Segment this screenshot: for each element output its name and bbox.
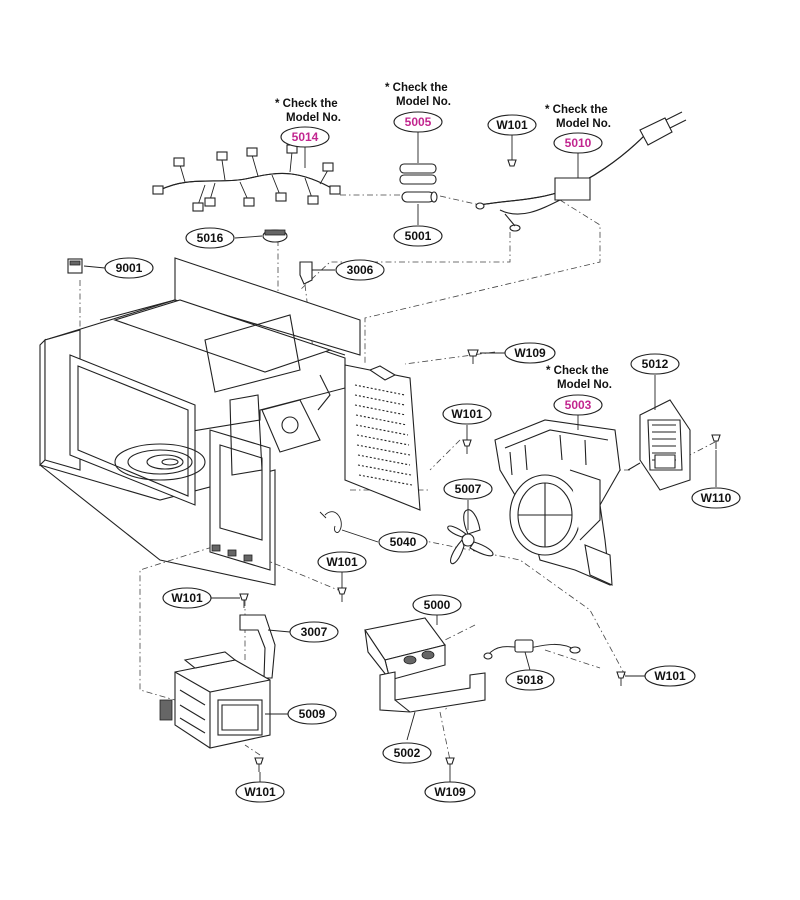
svg-text:W101: W101 [244, 785, 276, 799]
capacitor-bracket-part [379, 671, 486, 713]
svg-text:3006: 3006 [347, 263, 374, 277]
callout-w101-right: W101 [644, 665, 696, 687]
note-5005-line2: Model No. [396, 96, 451, 108]
power-cord-part [475, 111, 687, 232]
svg-text:5010: 5010 [565, 136, 592, 150]
note-5003-line1: * Check the [546, 365, 609, 377]
fuse-parts [399, 163, 438, 203]
callout-w101-left: W101 [162, 587, 212, 609]
callout-5003: 5003 [553, 394, 603, 416]
callout-w110: W110 [691, 487, 741, 509]
sensor-part [483, 639, 581, 660]
svg-text:5000: 5000 [424, 598, 451, 612]
callout-5002: 5002 [382, 742, 432, 764]
svg-text:W109: W109 [434, 785, 466, 799]
callout-5040: 5040 [378, 531, 428, 553]
svg-text:5003: 5003 [565, 398, 592, 412]
callout-5005: 5005 [393, 111, 443, 133]
callout-labels: 5014 5005 5010 5003 W101 5016 5001 9001 … [104, 111, 741, 803]
callout-3007: 3007 [289, 621, 339, 643]
svg-text:W109: W109 [514, 346, 546, 360]
note-5014-line2: Model No. [286, 112, 341, 124]
callout-w101-mid: W101 [442, 403, 492, 425]
svg-text:W101: W101 [326, 555, 358, 569]
microwave-cavity-part [39, 257, 421, 586]
callout-w101-bottom: W101 [235, 781, 285, 803]
note-5005-line1: * Check the [385, 82, 448, 94]
leader-lines [83, 132, 717, 782]
callout-9001: 9001 [104, 257, 154, 279]
svg-text:W101: W101 [451, 407, 483, 421]
transformer-part [159, 651, 271, 749]
svg-text:5009: 5009 [299, 707, 326, 721]
svg-text:W110: W110 [701, 491, 732, 505]
svg-text:5012: 5012 [642, 357, 669, 371]
note-5010-line1: * Check the [545, 104, 608, 116]
small-parts-top [67, 229, 313, 285]
callout-5001: 5001 [393, 225, 443, 247]
note-5010-line2: Model No. [556, 118, 611, 130]
svg-text:W101: W101 [654, 669, 686, 683]
callout-5010: 5010 [553, 132, 603, 154]
svg-text:9001: 9001 [116, 261, 143, 275]
callout-5016: 5016 [185, 227, 235, 249]
callout-5012: 5012 [630, 353, 680, 375]
svg-text:3007: 3007 [301, 625, 328, 639]
svg-text:5007: 5007 [455, 482, 482, 496]
callout-5018: 5018 [505, 669, 555, 691]
note-5003-line2: Model No. [557, 379, 612, 391]
svg-text:5002: 5002 [394, 746, 421, 760]
callout-5014: 5014 [280, 126, 330, 148]
callout-w109-top: W109 [504, 342, 556, 364]
callout-5009: 5009 [287, 703, 337, 725]
svg-text:5005: 5005 [405, 115, 432, 129]
svg-text:W101: W101 [496, 118, 528, 132]
svg-text:W101: W101 [171, 591, 203, 605]
svg-text:5001: 5001 [405, 229, 432, 243]
capacitor-part [364, 617, 446, 681]
model-notes: * Check the Model No. * Check the Model … [275, 82, 612, 391]
callout-w101-center: W101 [317, 551, 367, 573]
svg-text:5040: 5040 [390, 535, 417, 549]
callout-5000: 5000 [412, 594, 462, 616]
svg-text:5016: 5016 [197, 231, 224, 245]
callout-5007: 5007 [443, 478, 493, 500]
vent-holes [354, 384, 413, 486]
callout-w109-bottom: W109 [424, 781, 476, 803]
callout-w101-top: W101 [487, 114, 537, 136]
wire-harness-part [152, 144, 341, 212]
callout-3006: 3006 [335, 259, 385, 281]
svg-text:5014: 5014 [292, 130, 319, 144]
screws [239, 349, 721, 772]
svg-text:5018: 5018 [517, 673, 544, 687]
note-5014-line1: * Check the [275, 98, 338, 110]
